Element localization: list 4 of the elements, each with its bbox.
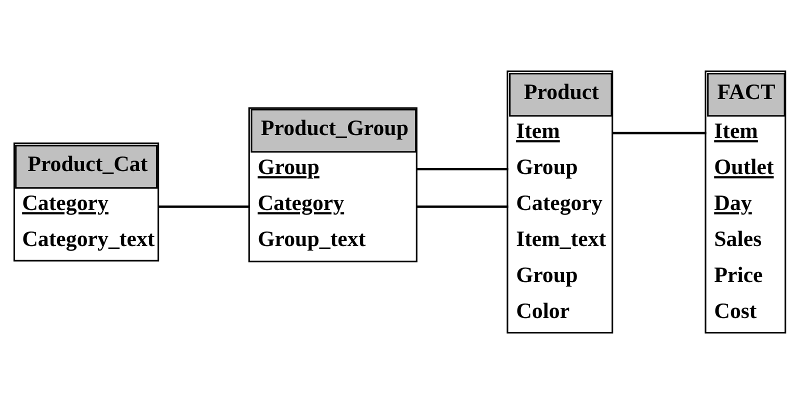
connector [416, 205, 508, 208]
connector [158, 205, 250, 208]
connector [416, 167, 508, 170]
connector [612, 131, 706, 134]
